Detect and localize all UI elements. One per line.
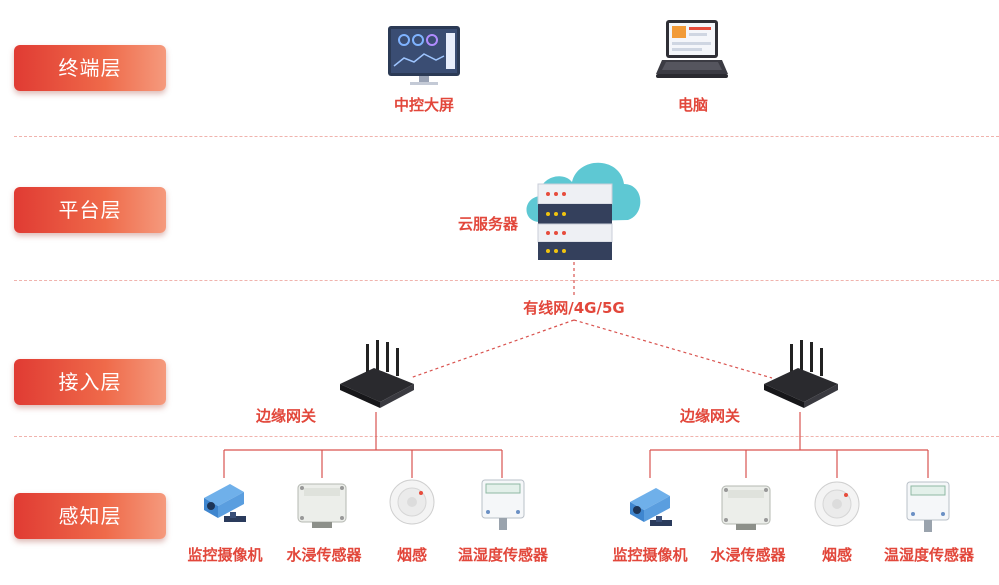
device-label: 烟感: [821, 546, 852, 564]
layer-label-access: 接入层: [14, 359, 166, 405]
network-label: 有线网/4G/5G: [523, 299, 625, 317]
device-label: 温湿度传感器: [457, 546, 548, 564]
smoke-detector-icon: [814, 481, 860, 527]
layer-divider: [14, 136, 999, 137]
smoke-detector-icon: [389, 479, 435, 525]
device-label: 温湿度传感器: [883, 546, 974, 564]
computer-label: 电脑: [677, 96, 708, 114]
temp-humidity-sensor-icon: [906, 481, 950, 532]
layer-label-sensing: 感知层: [14, 493, 166, 539]
gateway-router-icon: [340, 340, 414, 408]
gateway-router-icon: [764, 340, 838, 408]
device-label: 水浸传感器: [710, 546, 786, 564]
cloud-server-label: 云服务器: [457, 215, 518, 233]
central-screen-label: 中控大屏: [393, 96, 454, 114]
layer-divider: [14, 436, 999, 437]
layer-divider: [14, 280, 999, 281]
temp-humidity-sensor-icon: [481, 479, 525, 530]
layer-label-terminal: 终端层: [14, 45, 166, 91]
camera-icon: [204, 484, 246, 522]
cloud-server-icon: [526, 162, 641, 260]
device-label: 监控摄像机: [612, 546, 688, 564]
device-label: 水浸传感器: [286, 546, 362, 564]
device-label: 监控摄像机: [187, 546, 263, 564]
laptop-icon: [656, 20, 728, 78]
monitor-icon: [388, 26, 460, 85]
layer-label-platform: 平台层: [14, 187, 166, 233]
edge-gateway-label-left: 边缘网关: [255, 407, 316, 425]
device-label: 烟感: [396, 546, 427, 564]
edge-gateway-label-right: 边缘网关: [679, 407, 740, 425]
water-sensor-icon: [721, 485, 771, 530]
camera-icon: [630, 488, 672, 526]
water-sensor-icon: [297, 483, 347, 528]
